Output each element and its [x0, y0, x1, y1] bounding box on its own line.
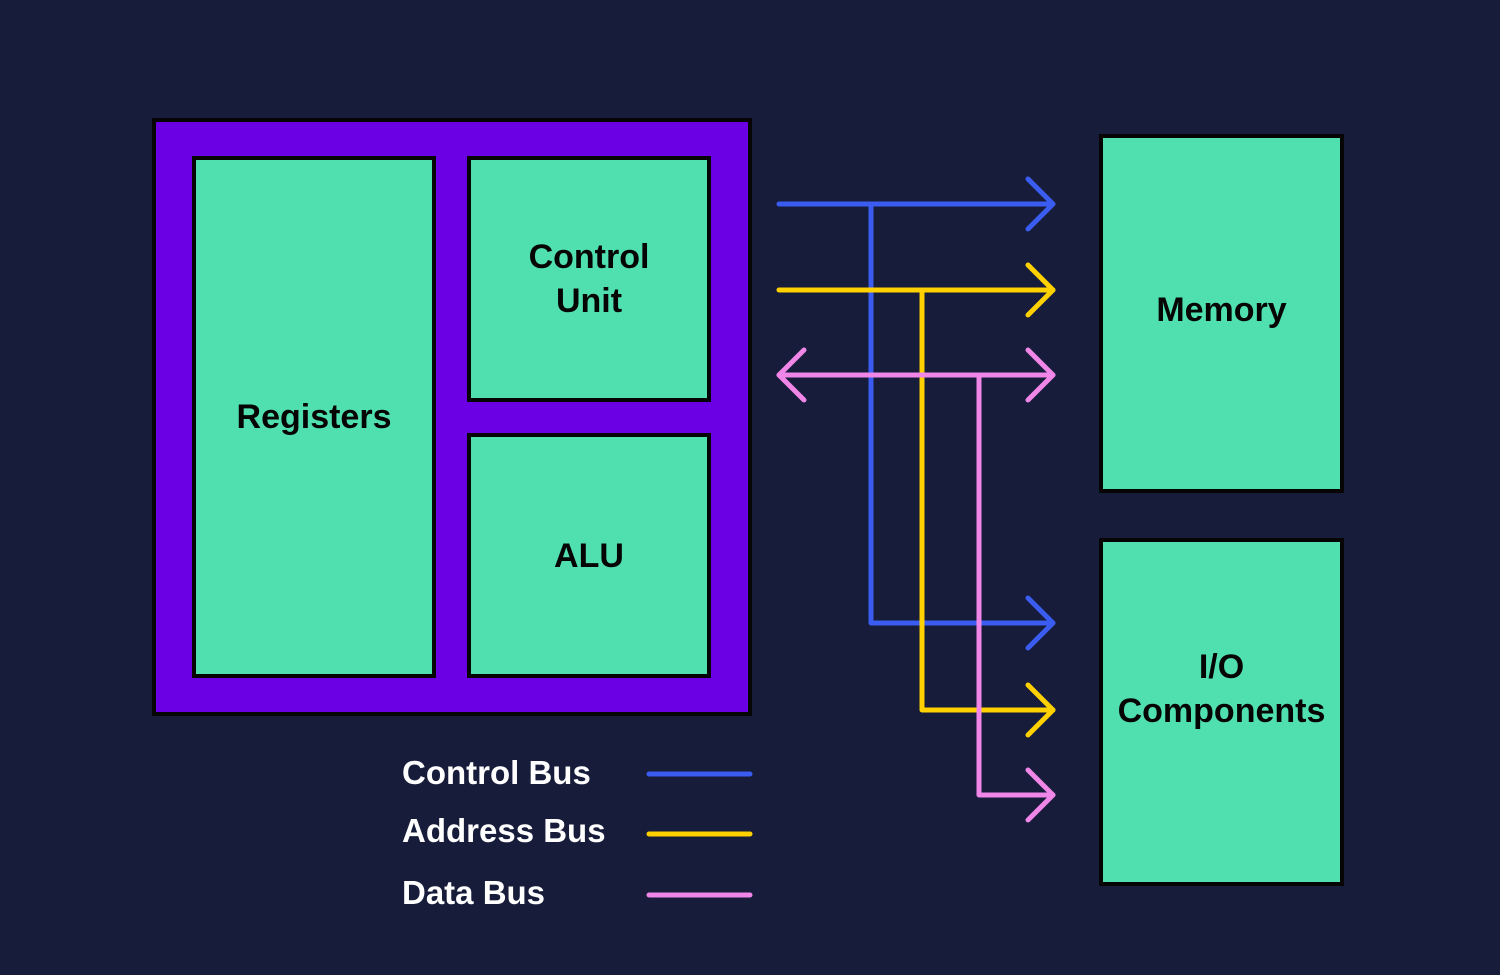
- data-bus-arrow-io: [1025, 767, 1056, 823]
- legend-data-bus-label: Data Bus: [402, 874, 546, 911]
- data-bus-arrow-memory: [1025, 347, 1056, 403]
- data-bus: [776, 347, 1056, 823]
- control-unit-box: Control Unit: [467, 156, 711, 402]
- alu-label: ALU: [554, 536, 624, 575]
- io-components-label: I/O Components: [1117, 648, 1326, 730]
- io-components-box: I/O Components: [1099, 538, 1344, 886]
- address-bus-line-io: [919, 287, 1056, 713]
- legend-control-bus-label: Control Bus: [402, 754, 591, 791]
- legend-address-bus-label: Address Bus: [402, 812, 606, 849]
- alu-box: ALU: [467, 433, 711, 678]
- control-bus-line-io: [868, 201, 1056, 626]
- data-bus-line-io: [976, 372, 1056, 798]
- memory-label: Memory: [1156, 291, 1287, 329]
- control-bus-arrow-io: [1025, 595, 1056, 651]
- registers-box: Registers: [192, 156, 436, 678]
- control-bus: [776, 176, 1056, 651]
- legend-swatches: [646, 771, 753, 898]
- control-bus-arrow-memory: [1025, 176, 1056, 232]
- address-bus-arrow-io: [1025, 682, 1056, 738]
- data-bus-arrow-cpu: [776, 347, 807, 403]
- control-unit-label: Control Unit: [528, 238, 650, 320]
- registers-label: Registers: [236, 398, 392, 436]
- address-bus-arrow-memory: [1025, 262, 1056, 318]
- memory-box: Memory: [1099, 134, 1344, 493]
- address-bus: [776, 262, 1056, 738]
